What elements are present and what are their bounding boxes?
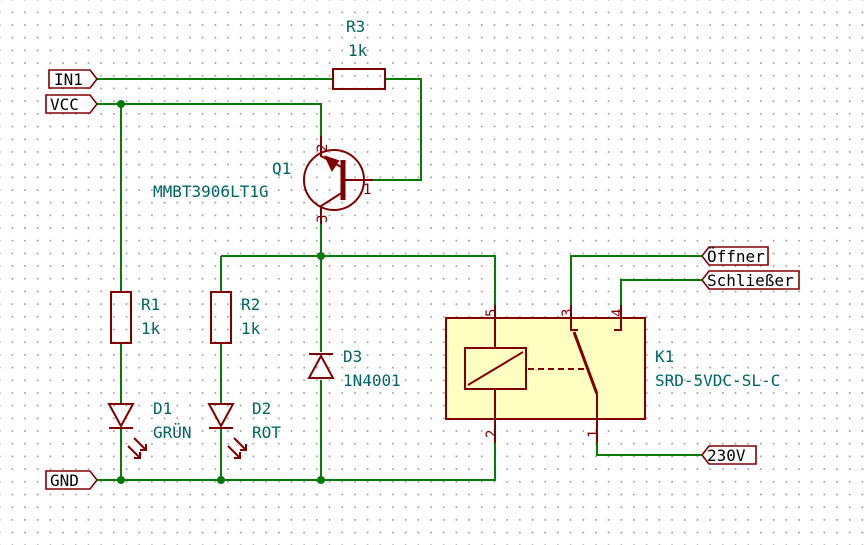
q1-pin-3: 3 (315, 215, 331, 223)
label-in1[interactable]: IN1 (48, 69, 99, 89)
r3-value: 1k (348, 41, 368, 60)
label-vcc-text: VCC (50, 95, 79, 114)
d1-value: GRÜN (153, 423, 192, 442)
q1-value: MMBT3906LT1G (153, 182, 269, 201)
transistor-q1[interactable]: 2 1 3 Q1 MMBT3906LT1G (153, 136, 373, 224)
resistor-r1[interactable]: R1 1k (110, 291, 161, 344)
r2-value: 1k (241, 319, 261, 338)
resistor-r3[interactable]: R3 1k (332, 17, 386, 90)
r1-value: 1k (141, 319, 161, 338)
wire-230v (596, 443, 702, 456)
label-230v[interactable]: 230V (700, 445, 757, 465)
k1-coil-box (464, 347, 527, 390)
k1-coil-diagonal (467, 351, 524, 386)
d2-light-arrow-2-head (234, 452, 241, 459)
d2-reference: D2 (252, 399, 271, 418)
resistor-r3-body (332, 68, 386, 90)
wire-gnd-rail (97, 443, 496, 481)
junction-gnd-d2 (217, 476, 225, 484)
junction-gnd-d3 (317, 476, 325, 484)
d2-triangle (207, 403, 235, 429)
k1-switch-blade (572, 331, 599, 395)
q1-pin-1: 1 (363, 182, 371, 198)
r1-reference: R1 (141, 295, 160, 314)
k1-pin-3: 3 (560, 309, 576, 317)
wire-r3-q1-base (373, 78, 422, 181)
d1-triangle (107, 403, 135, 429)
resistor-r1-body (110, 291, 132, 344)
k1-contact-nc (570, 305, 578, 331)
label-oeffner-text: Öffner (707, 247, 765, 266)
label-in1-text: IN1 (54, 70, 83, 89)
k1-contact-no (614, 305, 622, 331)
d1-light-arrow-1 (133, 437, 147, 451)
d1-reference: D1 (153, 399, 172, 418)
label-oeffner[interactable]: Öffner (700, 246, 769, 266)
r2-reference: R2 (241, 295, 260, 314)
label-230v-text: 230V (707, 446, 746, 465)
junction-collector (317, 252, 325, 260)
d2-light-arrow-1 (233, 437, 247, 451)
d3-value: 1N4001 (343, 371, 401, 390)
q1-reference: Q1 (272, 159, 291, 178)
r3-reference: R3 (346, 17, 365, 36)
d1-light-arrow-2-head (134, 452, 141, 459)
wire-oeffner (570, 255, 702, 305)
label-gnd-text: GND (50, 471, 79, 490)
junction-vcc (117, 100, 125, 108)
label-vcc[interactable]: VCC (45, 94, 99, 114)
d2-light-arrow-2 (227, 445, 241, 459)
label-schliesser-text: Schließer (707, 271, 794, 290)
wire-collector-node (221, 255, 496, 305)
led-d1[interactable]: D1 GRÜN (107, 399, 192, 459)
d3-triangle (307, 353, 335, 379)
relay-k1[interactable]: 5 3 4 2 1 K1 SRD-5VDC-SL-C (445, 305, 780, 443)
wire-schliesser (620, 279, 702, 305)
resistor-r2[interactable]: R2 1k (210, 291, 261, 344)
d3-reference: D3 (343, 347, 362, 366)
resistor-r2-body (210, 291, 232, 344)
k1-value: SRD-5VDC-SL-C (655, 371, 780, 390)
wire-vcc-rail (97, 103, 322, 136)
d1-light-arrow-2 (127, 445, 141, 459)
d1-light-arrow-1-head (140, 444, 147, 451)
k1-reference: K1 (655, 347, 674, 366)
q1-collector-lead (320, 191, 344, 224)
k1-pin-5: 5 (484, 309, 500, 317)
diode-d3[interactable]: D3 1N4001 (307, 347, 401, 390)
d2-value: ROT (252, 423, 281, 442)
k1-pin-4: 4 (610, 309, 626, 317)
label-schliesser[interactable]: Schließer (700, 270, 800, 290)
k1-pin-1: 1 (586, 430, 602, 438)
k1-pin-2: 2 (484, 430, 500, 438)
k1-body (445, 317, 646, 420)
wires (97, 78, 702, 481)
label-gnd[interactable]: GND (45, 470, 99, 490)
junctions (117, 100, 325, 484)
d2-light-arrow-1-head (240, 444, 247, 451)
q1-pin-2: 2 (315, 144, 331, 152)
led-d2[interactable]: D2 ROT (207, 399, 281, 459)
q1-emitter-arrow (324, 155, 340, 173)
junction-gnd-d1 (117, 476, 125, 484)
